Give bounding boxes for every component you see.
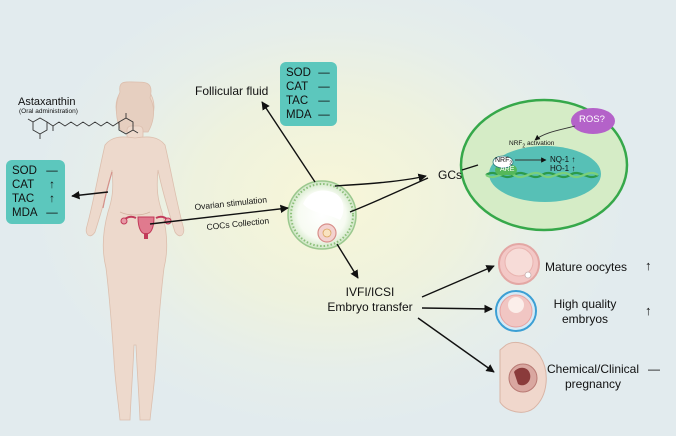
serum-markers-box: SOD — CAT ↑ TAC ↑ MDA — <box>6 160 65 224</box>
outcome-high-quality-embryos: High quality embryos <box>540 297 630 327</box>
ho1-label: HO-1 ↑ <box>550 164 575 173</box>
gcs-label: GCs <box>438 168 462 182</box>
astaxanthin-subtitle: (Oral administration) <box>19 108 78 115</box>
marker-label: CAT <box>12 179 35 191</box>
nrf2-sub: 2 <box>509 160 513 167</box>
follicular-row: TAC — <box>286 94 331 108</box>
marker-label: CAT <box>286 81 309 93</box>
arrow-to-embryos <box>421 304 493 314</box>
nq1-change: ↑ <box>571 155 576 164</box>
serum-row: TAC ↑ <box>12 192 59 206</box>
arrow-to-gc-cell <box>461 164 479 171</box>
pregnancy-icon <box>499 342 547 413</box>
outcome-line2: pregnancy <box>564 377 622 391</box>
arrow-to-gcs-upper <box>334 173 427 187</box>
nq1-text: NQ-1 <box>550 155 570 164</box>
change-indicator: — <box>46 165 58 177</box>
nq1-label: NQ-1 ↑ <box>550 155 575 164</box>
serum-row: CAT ↑ <box>12 178 59 192</box>
ho1-change: ↑ <box>571 164 576 173</box>
marker-label: SOD <box>286 67 311 79</box>
female-body-silhouette <box>85 81 185 421</box>
mature-oocyte-icon <box>498 243 540 285</box>
arrow-ovary-to-follicle <box>149 204 289 225</box>
outcome-line1: Chemical/Clinical <box>546 362 640 376</box>
arrow-to-pregnancy <box>417 317 495 373</box>
change-indicator: — <box>318 81 330 93</box>
marker-label: MDA <box>12 207 38 219</box>
marker-label: MDA <box>286 109 312 121</box>
arrow-to-follicular-fluid <box>261 101 316 183</box>
nrf2-activation-suffix: activation <box>525 140 555 147</box>
ivf-line2: Embryo transfer <box>327 300 413 314</box>
follicular-row: MDA — <box>286 108 331 122</box>
follicle-icon <box>287 180 357 250</box>
arrow-to-ivf <box>336 243 359 279</box>
marker-label: TAC <box>286 95 309 107</box>
outcome-mature-oocytes: Mature oocytes <box>545 260 628 274</box>
nrf2-prefix: NRF <box>495 157 510 164</box>
change-indicator: — <box>318 67 330 79</box>
nrf2-activation-prefix: NRF <box>509 140 523 147</box>
outcome-pregnancy: Chemical/Clinical pregnancy <box>543 362 643 392</box>
nrf2-label: NRF2 <box>495 157 512 166</box>
arrow-to-mature-oocytes <box>421 265 495 298</box>
follicular-row: CAT — <box>286 80 331 94</box>
outcome-change-indicator: — <box>648 362 660 376</box>
ros-label: ROS? <box>579 114 605 125</box>
serum-row: MDA — <box>12 206 59 220</box>
change-indicator: ↑ <box>49 193 55 205</box>
follicular-row: SOD — <box>286 66 331 80</box>
ros-to-activation-arrow <box>534 125 576 141</box>
arrow-to-gcs-lower <box>349 177 429 213</box>
follicular-markers-box: SOD — CAT — TAC — MDA — <box>280 62 337 126</box>
outcome-change-indicator: ↑ <box>645 303 652 318</box>
follicular-fluid-label: Follicular fluid <box>195 84 269 98</box>
astaxanthin-title: Astaxanthin <box>18 96 76 108</box>
embryo-icon <box>495 290 537 332</box>
ho1-text: HO-1 <box>550 164 570 173</box>
arrow-to-serum-box <box>71 190 109 200</box>
change-indicator: ↑ <box>49 179 55 191</box>
outcome-line2: embryos <box>561 312 608 326</box>
outcome-change-indicator: ↑ <box>645 258 652 273</box>
marker-label: TAC <box>12 193 35 205</box>
change-indicator: — <box>318 109 330 121</box>
change-indicator: — <box>318 95 330 107</box>
nrf2-activation-label: NRF2 activation <box>509 140 554 149</box>
ivf-label: IVFI/ICSI Embryo transfer <box>322 285 418 315</box>
marker-label: SOD <box>12 165 37 177</box>
outcome-line1: High quality <box>553 297 617 311</box>
serum-row: SOD — <box>12 164 59 178</box>
astaxanthin-molecule-icon <box>27 113 139 139</box>
change-indicator: — <box>46 207 58 219</box>
ivf-line1: IVFI/ICSI <box>345 285 395 299</box>
nrf2-activation-sub: 2 <box>522 143 526 150</box>
are-label: ARE <box>500 166 515 173</box>
